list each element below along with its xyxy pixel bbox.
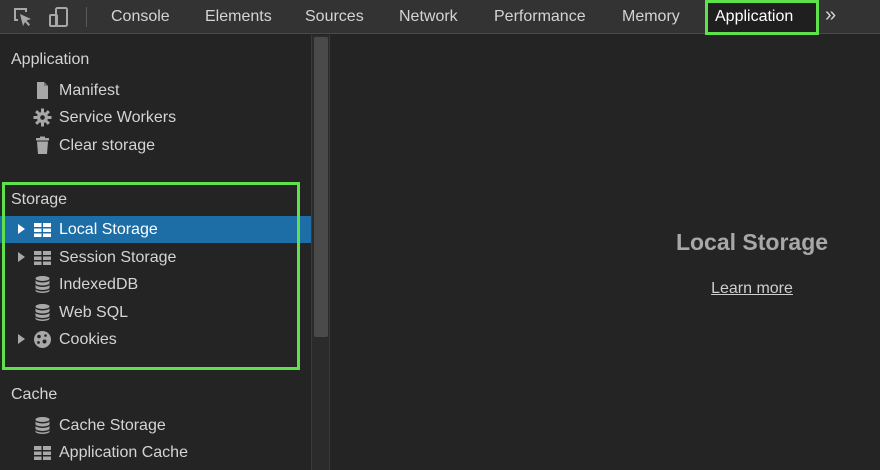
sidebar-item-label: Session Storage (59, 249, 177, 266)
sidebar-item-label: Web SQL (59, 304, 129, 321)
more-tabs-icon[interactable]: » (825, 4, 837, 26)
tab-memory[interactable]: Memory (622, 8, 680, 25)
section-header-cache: Cache (11, 386, 58, 403)
cookie-icon (34, 331, 51, 348)
trash-icon (36, 136, 49, 154)
sidebar-item-label: Service Workers (59, 109, 177, 126)
learn-more-link[interactable]: Learn more (711, 280, 793, 297)
sidebar-item-application-cache[interactable]: Application Cache (0, 439, 311, 466)
tab-performance[interactable]: Performance (494, 8, 586, 25)
sidebar-item-clear-storage[interactable]: Clear storage (0, 132, 311, 159)
tab-console[interactable]: Console (111, 8, 170, 25)
expand-arrow-icon[interactable] (18, 334, 25, 344)
sidebar-item-manifest[interactable]: Manifest (0, 77, 311, 104)
tab-elements[interactable]: Elements (205, 8, 272, 25)
file-icon (37, 82, 48, 99)
main-pane (331, 35, 880, 470)
application-tab-highlight (705, 0, 819, 35)
storage-section-highlight (2, 182, 300, 370)
expand-arrow-icon[interactable] (18, 224, 25, 234)
sidebar-item-service-workers[interactable]: Service Workers (0, 104, 311, 131)
section-header-storage: Storage (11, 191, 68, 208)
sidebar-item-label: Local Storage (59, 221, 158, 238)
table-icon (34, 223, 51, 237)
gear-icon (33, 108, 52, 127)
table-icon (34, 446, 51, 460)
toolbar-separator (86, 7, 87, 27)
database-icon (35, 417, 50, 434)
devtools-toolbar: Console Elements Sources Network Perform… (0, 0, 880, 35)
local-storage-title: Local Storage (675, 229, 829, 255)
table-icon (34, 251, 51, 265)
sidebar-scrollbar[interactable] (311, 35, 330, 470)
sidebar-item-label: Clear storage (59, 137, 156, 154)
sidebar-item-label: IndexedDB (59, 276, 139, 293)
section-header-application: Application (11, 51, 90, 68)
tab-sources[interactable]: Sources (305, 8, 364, 25)
sidebar-item-session-storage[interactable]: Session Storage (0, 244, 311, 271)
sidebar-item-cookies[interactable]: Cookies (0, 326, 311, 353)
sidebar-item-local-storage[interactable]: Local Storage (0, 216, 311, 243)
sidebar-item-web-sql[interactable]: Web SQL (0, 299, 311, 326)
sidebar-item-label: Application Cache (59, 444, 188, 461)
sidebar: Application Manifest Service Workers (0, 35, 311, 470)
sidebar-item-label: Manifest (59, 82, 120, 99)
expand-arrow-icon[interactable] (18, 252, 25, 262)
sidebar-item-cache-storage[interactable]: Cache Storage (0, 412, 311, 439)
device-toolbar-icon[interactable] (48, 6, 70, 28)
sidebar-item-label: Cookies (59, 331, 117, 348)
sidebar-item-indexeddb[interactable]: IndexedDB (0, 271, 311, 298)
inspect-element-icon[interactable] (12, 6, 34, 28)
tab-network[interactable]: Network (399, 8, 458, 25)
database-icon (35, 304, 50, 321)
tab-application[interactable]: Application (706, 0, 818, 34)
sidebar-item-label: Cache Storage (59, 417, 166, 434)
scrollbar-thumb[interactable] (314, 37, 328, 337)
database-icon (35, 276, 50, 293)
